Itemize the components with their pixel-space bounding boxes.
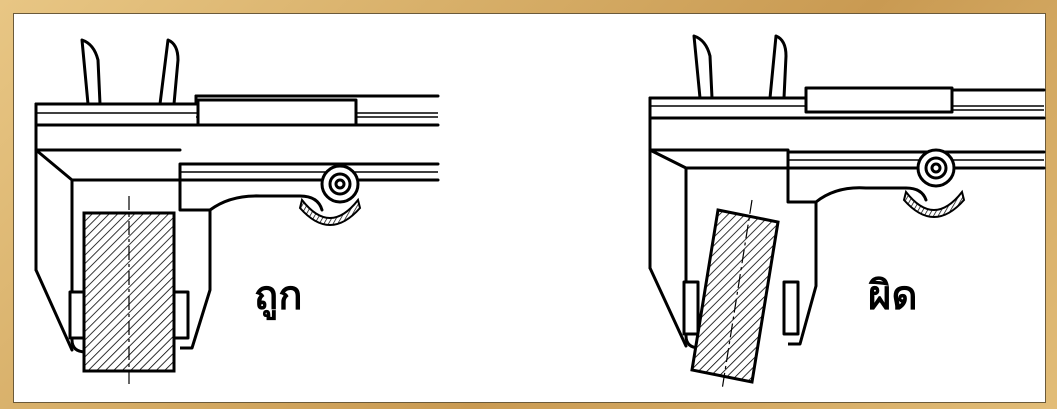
depth-rod-right bbox=[804, 86, 954, 114]
depth-rod bbox=[196, 98, 358, 127]
inside-jaw-fixed bbox=[80, 38, 102, 106]
inside-jaw-movable-right bbox=[768, 34, 788, 100]
thumb-wheel-wrong bbox=[902, 189, 966, 218]
label-wrong: ผิด bbox=[868, 273, 918, 319]
caliper-correct bbox=[34, 38, 440, 384]
inside-jaw-movable bbox=[158, 38, 180, 106]
thumb-wheel-correct bbox=[298, 197, 362, 226]
inside-jaw-fixed-right bbox=[692, 34, 714, 100]
caliper-wrong bbox=[648, 34, 1046, 391]
label-correct: ถูก bbox=[254, 273, 303, 319]
workpiece-wrong bbox=[690, 208, 780, 384]
